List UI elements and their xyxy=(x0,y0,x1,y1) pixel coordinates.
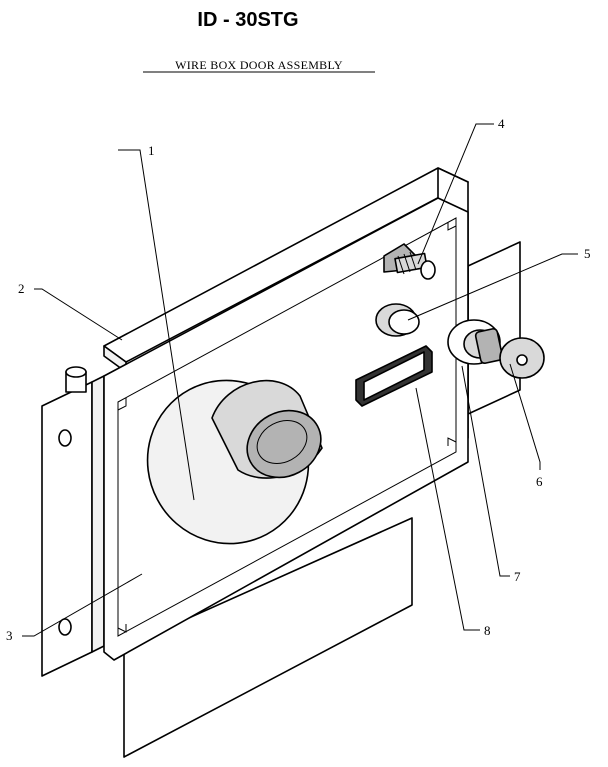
callout-7: 7 xyxy=(514,569,521,584)
callout-3: 3 xyxy=(6,628,13,643)
hinge-pin xyxy=(65,366,87,393)
callout-6: 6 xyxy=(536,474,543,489)
diagram-subtitle: WIRE BOX DOOR ASSEMBLY xyxy=(175,58,343,72)
leader-5 xyxy=(407,253,578,321)
hinge-plate xyxy=(41,375,105,677)
callout-4: 4 xyxy=(498,116,505,131)
leader-lines xyxy=(22,123,578,637)
leader-6 xyxy=(509,363,541,470)
leader-3 xyxy=(22,573,143,637)
callout-1: 1 xyxy=(148,143,155,158)
leader-2 xyxy=(34,288,123,341)
button xyxy=(375,303,420,337)
leader-1 xyxy=(118,149,195,501)
leader-7 xyxy=(461,365,510,577)
bolt xyxy=(383,243,436,280)
callout-2: 2 xyxy=(18,281,25,296)
knob xyxy=(146,379,323,545)
leader-4 xyxy=(417,123,494,265)
leader-8 xyxy=(415,387,480,631)
back-plate-bottom xyxy=(123,517,413,758)
label-window xyxy=(355,345,433,407)
callout-8: 8 xyxy=(484,623,491,638)
diagram-title: ID - 30STG xyxy=(197,9,298,31)
callout-5: 5 xyxy=(584,246,591,261)
